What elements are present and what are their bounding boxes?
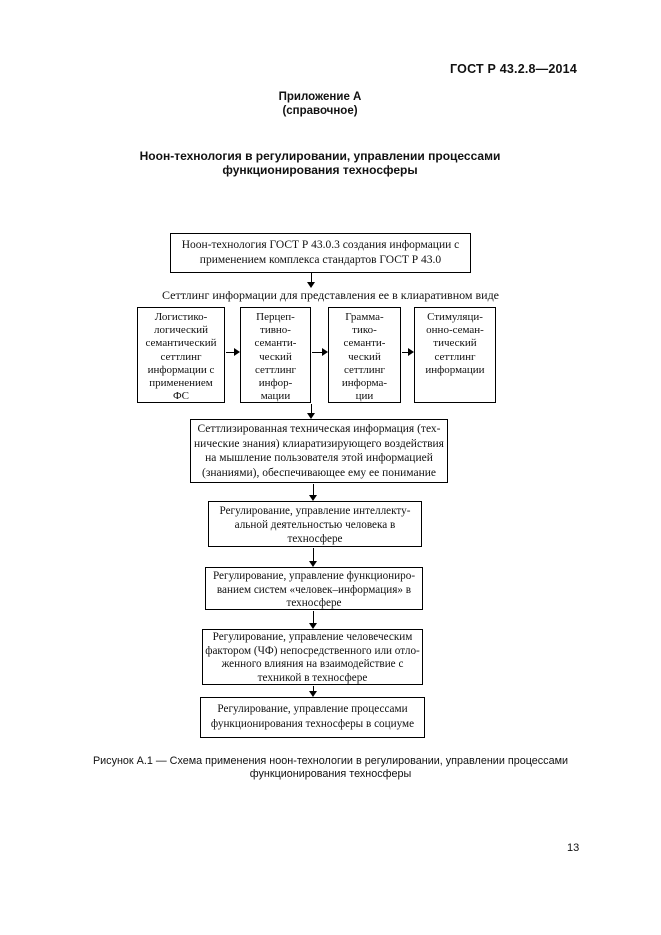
flow-box-settlized-information: Сеттлизированная техническая информация … bbox=[190, 419, 448, 483]
arrow-right-icon bbox=[226, 348, 240, 357]
arrow-line bbox=[312, 352, 323, 353]
arrow-head bbox=[408, 348, 414, 356]
flow-box-regulation-human-information: Регулирование, управление функциониро- в… bbox=[205, 567, 423, 610]
flow-box-stimulation-settling: Стимуляци- онно-семан- тический сеттлинг… bbox=[414, 307, 496, 403]
arrow-head bbox=[307, 282, 315, 288]
appendix-type: (справочное) bbox=[282, 104, 358, 117]
arrow-head bbox=[234, 348, 240, 356]
arrow-head bbox=[322, 348, 328, 356]
arrow-down-icon bbox=[309, 611, 318, 629]
arrow-right-icon bbox=[402, 348, 414, 357]
section-title: Ноон-технология в регулировании, управле… bbox=[139, 149, 501, 177]
doc-number: ГОСТ Р 43.2.8—2014 bbox=[450, 62, 577, 76]
arrow-down-icon bbox=[307, 404, 316, 419]
figure-caption: Рисунок А.1 — Схема применения ноон-техн… bbox=[92, 755, 569, 780]
flow-box-regulation-technosphere-society: Регулирование, управление процессами фун… bbox=[200, 697, 425, 738]
arrow-line bbox=[313, 686, 314, 692]
arrow-down-icon bbox=[309, 484, 318, 501]
page-number: 13 bbox=[567, 842, 580, 854]
arrow-line bbox=[313, 548, 314, 562]
flow-box-regulation-human-factor: Регулирование, управление человеческим ф… bbox=[202, 629, 423, 685]
arrow-line bbox=[226, 352, 235, 353]
arrow-head bbox=[309, 495, 317, 501]
arrow-down-icon bbox=[309, 686, 318, 697]
appendix-heading: Приложение А (справочное) bbox=[0, 91, 640, 118]
arrow-down-icon bbox=[309, 548, 318, 567]
flow-box-noon-technology: Ноон-технология ГОСТ Р 43.0.3 создания и… bbox=[170, 233, 471, 273]
arrow-line bbox=[313, 611, 314, 624]
flow-box-regulation-intellectual: Регулирование, управление интеллекту- ал… bbox=[208, 501, 422, 547]
arrow-head bbox=[309, 561, 317, 567]
arrow-line bbox=[311, 273, 312, 283]
arrow-line bbox=[311, 404, 312, 414]
flow-box-logistic-settling: Логистико- логический семантический сетт… bbox=[137, 307, 225, 403]
flow-box-grammatic-settling: Грамма- тико- семанти- ческий сеттлинг и… bbox=[328, 307, 401, 403]
arrow-head bbox=[307, 413, 315, 419]
arrow-down-icon bbox=[307, 273, 316, 288]
arrow-head bbox=[309, 691, 317, 697]
appendix-label: Приложение А bbox=[278, 91, 362, 103]
arrow-line bbox=[313, 484, 314, 496]
settling-caption: Сеттлинг информации для представления ее… bbox=[161, 288, 500, 302]
arrow-line bbox=[402, 352, 409, 353]
flow-box-perceptive-settling: Перцеп- тивно- семанти- ческий сеттлинг … bbox=[240, 307, 311, 403]
arrow-right-icon bbox=[312, 348, 328, 357]
arrow-head bbox=[309, 623, 317, 629]
